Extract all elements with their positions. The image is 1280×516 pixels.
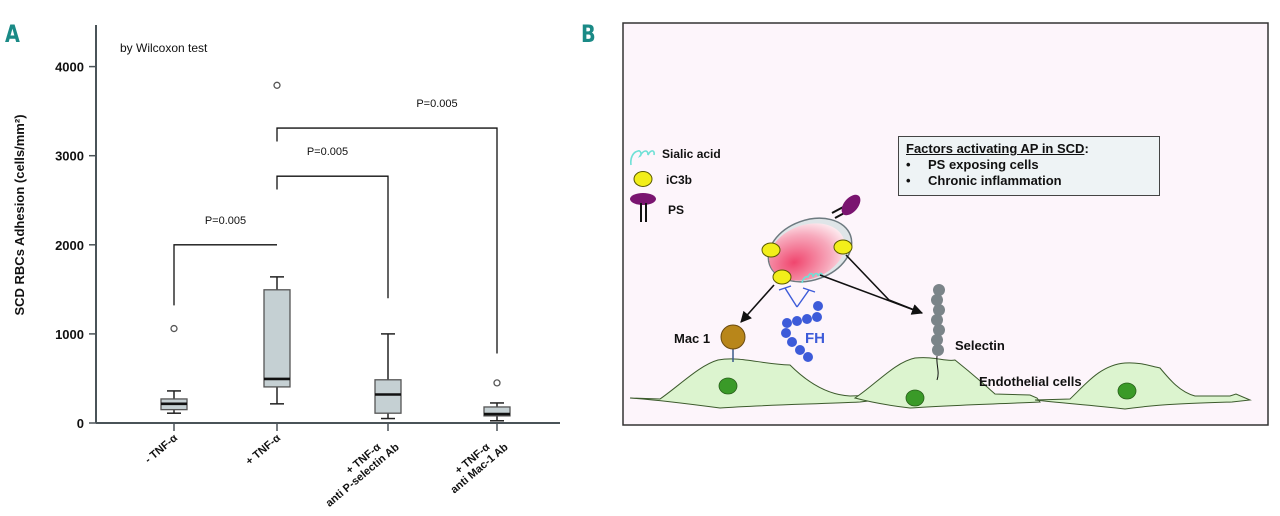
box-iqr	[374, 379, 402, 414]
outlier-point	[493, 379, 501, 387]
ic3b-icon	[761, 242, 781, 258]
factor-item: •PS exposing cells	[906, 157, 1039, 172]
panel-b-letter: B	[581, 20, 596, 48]
ic3b-icon	[633, 171, 653, 187]
significance-bracket: P=0.005	[173, 215, 277, 306]
nucleus	[718, 377, 738, 395]
fh-inhibition-icon	[778, 285, 816, 308]
mac1-receptor-icon	[720, 324, 746, 350]
factors-box: Factors activating AP in SCD: •PS exposi…	[898, 136, 1160, 196]
x-category-label: + TNF-α	[244, 432, 284, 468]
factors-title: Factors activating AP in SCD	[906, 141, 1085, 156]
p-value-label: P=0.005	[205, 215, 246, 227]
x-label-line1: - TNF-α	[143, 432, 180, 466]
y-tick-label: 1000	[55, 327, 84, 342]
selectin-label: Selectin	[955, 338, 1005, 353]
endothelial-cells-label: Endothelial cells	[979, 374, 1082, 389]
nucleus	[905, 389, 925, 407]
selectin-receptor-icon	[931, 284, 945, 381]
p-value-label: P=0.005	[416, 98, 457, 110]
y-tick-label: 2000	[55, 238, 84, 253]
box-1	[160, 324, 188, 414]
ps-icon	[630, 193, 656, 222]
y-axis-label: SCD RBCs Adhesion (cells/mm²)	[12, 114, 27, 315]
factor-item-label: PS exposing cells	[928, 157, 1039, 172]
y-tick-label: 4000	[55, 60, 84, 75]
sickle-rbc	[761, 194, 861, 285]
legend: Sialic acid iC3b PS	[630, 147, 721, 222]
significance-bracket: P=0.005	[276, 98, 498, 354]
factor-item: •Chronic inflammation	[906, 173, 1062, 188]
p-value-label: P=0.005	[307, 146, 348, 158]
bracket-line	[276, 127, 498, 354]
outlier-point	[273, 81, 281, 89]
fh-label: FH	[805, 330, 825, 347]
box-2	[263, 81, 291, 405]
outlier-point	[170, 324, 178, 333]
y-tick-label: 3000	[55, 149, 84, 164]
box-iqr	[263, 289, 291, 388]
x-label-line1: + TNF-α	[244, 432, 284, 468]
legend-label-sialic-acid: Sialic acid	[662, 147, 721, 161]
box-4	[483, 379, 511, 422]
chart-subtitle: by Wilcoxon test	[120, 41, 208, 55]
ic3b-icon	[772, 269, 792, 285]
factors-title-suffix: :	[1084, 141, 1089, 156]
significance-bracket: P=0.005	[276, 146, 389, 299]
boxplot-chart: SCD RBCs Adhesion (cells/mm²) by Wilcoxo…	[12, 25, 560, 510]
ps-icon	[841, 194, 861, 216]
sialic-acid-icon	[801, 272, 823, 284]
legend-label-ps: PS	[668, 203, 684, 217]
panel-a-letter: A	[5, 20, 20, 48]
nucleus	[1117, 382, 1137, 400]
endothelial-cells	[629, 357, 1252, 410]
y-tick-label: 0	[77, 416, 84, 431]
box-3	[374, 333, 402, 420]
x-category-label: - TNF-α	[143, 432, 180, 466]
sialic-acid-icon	[630, 150, 655, 166]
bracket-line	[276, 175, 389, 299]
legend-label-ic3b: iC3b	[666, 173, 692, 187]
ic3b-icon	[833, 239, 853, 255]
factor-item-label: Chronic inflammation	[928, 173, 1062, 188]
box-iqr	[483, 406, 511, 417]
mac1-label: Mac 1	[674, 331, 710, 346]
bracket-line	[173, 244, 277, 306]
factor-h-icon	[781, 301, 823, 362]
diagram-frame	[622, 22, 1269, 426]
